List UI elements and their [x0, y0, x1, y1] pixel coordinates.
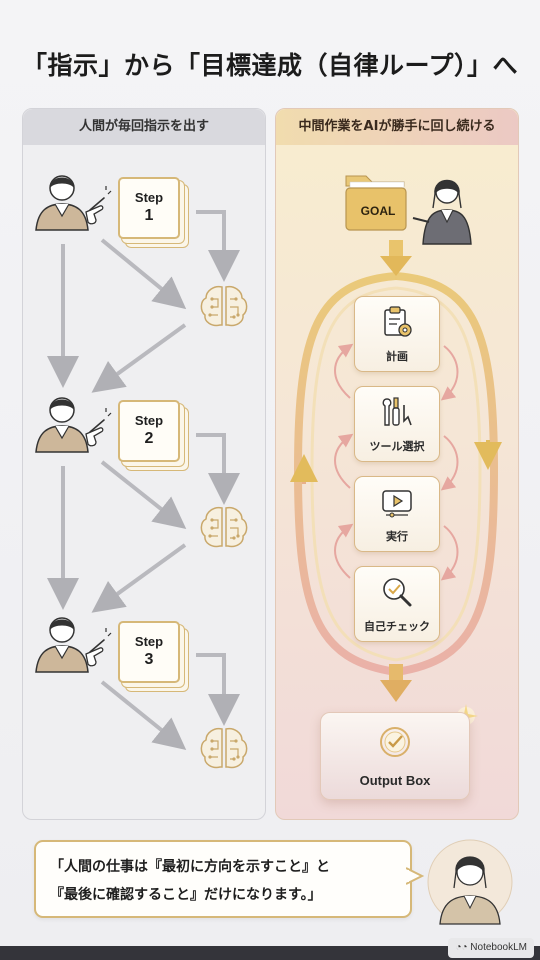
step-number: 1: [144, 207, 154, 224]
cycle-step-tool-select: ツール選択: [354, 386, 440, 462]
folder-icon: [345, 175, 407, 231]
output-box: Output Box: [320, 712, 470, 800]
step-number: 3: [144, 651, 154, 668]
businesswoman-icon: [412, 179, 472, 245]
person-icon: [35, 617, 89, 673]
right-panel-header: 中間作業をAIが勝手に回し続ける: [276, 109, 518, 145]
play-icon: [382, 490, 412, 518]
cycle-step-label: 実行: [386, 530, 408, 543]
autonomous-loop: [290, 272, 502, 676]
speech-bubble-tail: [406, 867, 425, 885]
avatar: [427, 839, 513, 925]
goal-label: GOAL: [360, 204, 396, 218]
brain-icon: [200, 727, 248, 769]
pointing-hand-icon: [85, 407, 112, 447]
output-box-label: Output Box: [359, 773, 431, 788]
pointing-hand-icon: [85, 185, 112, 225]
step-word: Step: [134, 190, 164, 205]
step-card-2: Step 2: [118, 400, 180, 462]
speech-line-1: 「人間の仕事は『最初に方向を示すこと』と: [50, 859, 330, 875]
cycle-step-label: 自己チェック: [364, 620, 430, 633]
clipboard-gear-icon: [384, 306, 412, 337]
speech-line-2: 『最後に確認すること』だけになります。」: [50, 887, 322, 903]
cycle-arrows: [334, 343, 459, 581]
step-word: Step: [134, 634, 164, 649]
cycle-step-self-check: 自己チェック: [354, 566, 440, 642]
magnifier-check-icon: [383, 578, 412, 607]
cycle-step-label: 計画: [386, 350, 408, 363]
notebooklm-icon: ◔◔: [455, 942, 471, 953]
left-panel-header: 人間が毎回指示を出す: [23, 109, 265, 145]
person-icon: [35, 175, 89, 231]
check-circle-icon: [380, 727, 410, 757]
cycle-step-plan: 計画: [354, 296, 440, 372]
footer-bar: [0, 946, 540, 960]
cycle-step-execute: 実行: [354, 476, 440, 552]
badge-label: NotebookLM: [470, 942, 527, 953]
notebooklm-badge: ◔◔ NotebookLM: [448, 938, 534, 958]
person-icon: [35, 397, 89, 453]
step-card-3: Step 3: [118, 621, 180, 683]
goal-down-arrow: [380, 240, 412, 276]
cycle-step-label: ツール選択: [369, 440, 425, 453]
speech-bubble: 「人間の仕事は『最初に方向を示すこと』と 『最後に確認すること』だけになります。…: [34, 840, 412, 918]
page-title: 「指示」から「目標達成（自律ループ）」へ: [21, 51, 518, 80]
step-number: 2: [144, 430, 154, 447]
tools-icon: [382, 397, 412, 426]
output-down-arrow: [380, 664, 412, 702]
left-flow-arrows: [47, 210, 240, 751]
step-card-1: Step 1: [118, 177, 180, 239]
pointing-hand-icon: [85, 627, 112, 667]
step-word: Step: [134, 413, 164, 428]
brain-icon: [200, 506, 248, 548]
brain-icon: [200, 285, 248, 327]
